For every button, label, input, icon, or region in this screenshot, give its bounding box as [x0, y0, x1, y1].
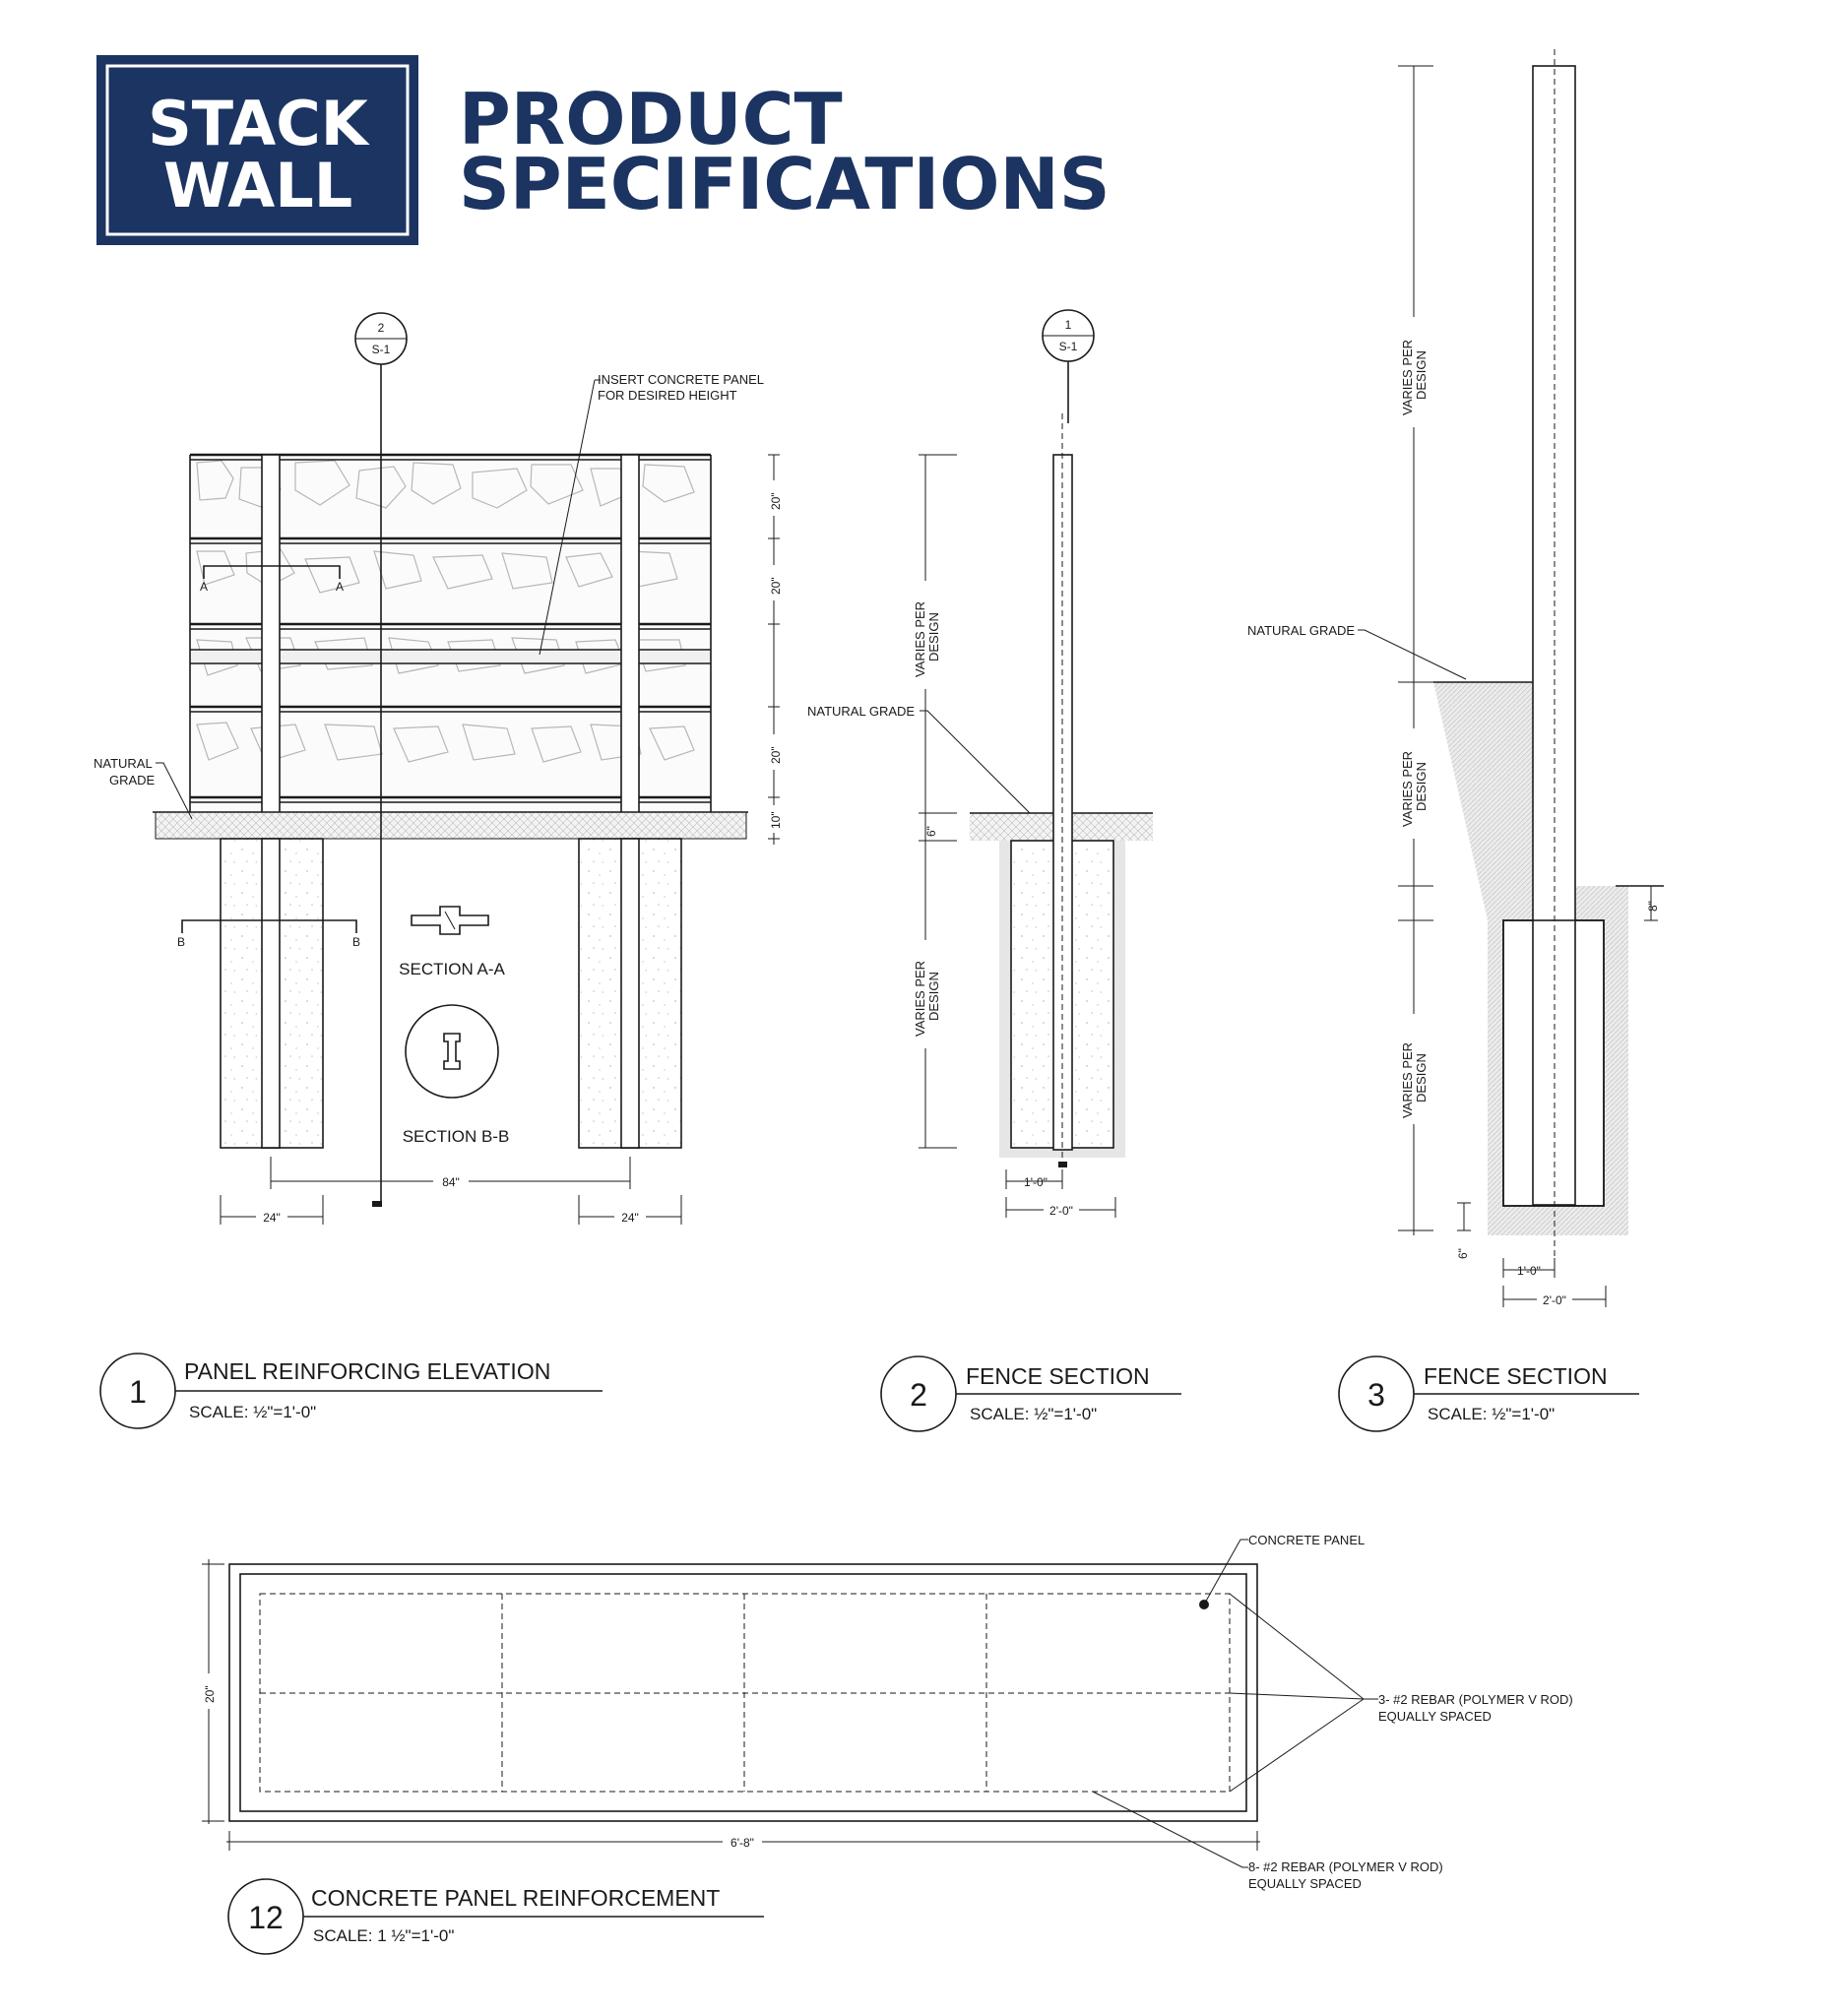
dim-6: 6": [924, 826, 938, 837]
dim-6-8: 6'-8": [730, 1836, 754, 1850]
dim-2-0: 2'-0": [1049, 1204, 1073, 1218]
detail-title: FENCE SECTION: [1424, 1363, 1608, 1389]
detail-number: 3: [1367, 1377, 1385, 1413]
detail-scale: SCALE: 1 ½"=1'-0": [313, 1926, 454, 1945]
dim-24-right: 24": [621, 1211, 639, 1225]
detail-3-fence-section: NATURAL GRADE VARIES PER DESIGN VARIES P…: [1247, 49, 1664, 1307]
varies-2-line-1: VARIES PER: [1400, 751, 1415, 827]
marker-number: 2: [378, 321, 385, 335]
detail-number: 2: [910, 1377, 927, 1413]
marker-sheet: S-1: [372, 343, 391, 356]
note-insert-panel-line-1: INSERT CONCRETE PANEL: [598, 372, 764, 387]
detail-number: 1: [129, 1374, 147, 1410]
title-block-3: 3 FENCE SECTION SCALE: ½"=1'-0": [1338, 1355, 1639, 1432]
grade-label-line-2: GRADE: [109, 773, 156, 788]
dim-20-3: 20": [769, 746, 783, 764]
detail-title: CONCRETE PANEL REINFORCEMENT: [311, 1885, 720, 1911]
page-title-line-1: PRODUCT: [459, 78, 843, 160]
cut-a-right: A: [336, 580, 344, 594]
varies-lower-line-2: DESIGN: [926, 972, 941, 1021]
dim-20-2: 20": [769, 577, 783, 595]
detail-2-fence-section: 1 S-1 VARIES PER DESIGN VARIES PER DESIG…: [807, 309, 1153, 1218]
note-insert-panel-line-2: FOR DESIRED HEIGHT: [598, 388, 737, 403]
note-rebar-8-line-2: EQUALLY SPACED: [1248, 1876, 1362, 1891]
detail-title: PANEL REINFORCING ELEVATION: [184, 1358, 550, 1384]
dim-2-0: 2'-0": [1543, 1293, 1566, 1307]
title-block-12: 12 CONCRETE PANEL REINFORCEMENT SCALE: 1…: [227, 1878, 764, 1955]
detail-scale: SCALE: ½"=1'-0": [1428, 1405, 1555, 1423]
section-marker-1: 1 S-1: [1042, 309, 1095, 423]
dim-6: 6": [1456, 1248, 1470, 1259]
page-title-line-2: SPECIFICATIONS: [459, 143, 1111, 225]
detail-scale: SCALE: ½"=1'-0": [970, 1405, 1097, 1423]
note-rebar-8-line-1: 8- #2 REBAR (POLYMER V ROD): [1248, 1859, 1443, 1874]
section-a-a-symbol: [411, 906, 489, 935]
title-block-1: 1 PANEL REINFORCING ELEVATION SCALE: ½"=…: [99, 1353, 603, 1429]
logo-line-1: STACK: [148, 88, 370, 159]
varies-2-line-2: DESIGN: [1414, 762, 1429, 811]
detail-number: 12: [248, 1900, 284, 1935]
detail-12-panel-reinforcement: CONCRETE PANEL 3- #2 REBAR (POLYMER V RO…: [201, 1533, 1573, 1891]
dim-20: 20": [203, 1685, 217, 1703]
logo-line-2: WALL: [163, 150, 353, 221]
grade-label-line-1: NATURAL: [94, 756, 153, 771]
stackwall-logo: STACK WALL: [96, 55, 418, 245]
dim-1-0: 1'-0": [1024, 1175, 1048, 1189]
varies-1-line-2: DESIGN: [1414, 350, 1429, 400]
dim-20-1: 20": [769, 492, 783, 510]
natural-grade-label: NATURAL GRADE: [1247, 623, 1355, 638]
varies-3-line-2: DESIGN: [1414, 1053, 1429, 1102]
varies-upper-line-1: VARIES PER: [913, 601, 927, 677]
natural-grade-label: NATURAL GRADE: [807, 704, 915, 719]
detail-title: FENCE SECTION: [966, 1363, 1150, 1389]
dim-84: 84": [442, 1175, 460, 1189]
varies-lower-line-1: VARIES PER: [913, 961, 927, 1037]
detail-1-panel-elevation: 2 S-1 INSERT CONCRETE PANEL FOR DESIRED …: [94, 312, 783, 1225]
section-b-b-symbol: [405, 1004, 499, 1099]
cut-a-left: A: [200, 580, 208, 594]
note-concrete-panel: CONCRETE PANEL: [1248, 1533, 1365, 1547]
varies-upper-line-2: DESIGN: [926, 612, 941, 662]
dim-10: 10": [769, 811, 783, 829]
marker-number: 1: [1065, 318, 1072, 332]
dim-1-0: 1'-0": [1517, 1264, 1541, 1278]
dim-8: 8": [1646, 901, 1660, 912]
varies-1-line-1: VARIES PER: [1400, 340, 1415, 415]
cut-b-left: B: [177, 935, 185, 949]
note-rebar-3-line-2: EQUALLY SPACED: [1378, 1709, 1492, 1724]
section-marker-2: 2 S-1: [354, 312, 408, 1207]
section-b-b-label: SECTION B-B: [403, 1127, 510, 1146]
marker-sheet: S-1: [1059, 340, 1078, 353]
note-rebar-3-line-1: 3- #2 REBAR (POLYMER V ROD): [1378, 1692, 1573, 1707]
dim-24-left: 24": [263, 1211, 281, 1225]
section-a-a-label: SECTION A-A: [399, 960, 505, 978]
varies-3-line-1: VARIES PER: [1400, 1042, 1415, 1118]
title-block-2: 2 FENCE SECTION SCALE: ½"=1'-0": [880, 1355, 1181, 1432]
cut-b-right: B: [352, 935, 360, 949]
detail-scale: SCALE: ½"=1'-0": [189, 1403, 316, 1421]
